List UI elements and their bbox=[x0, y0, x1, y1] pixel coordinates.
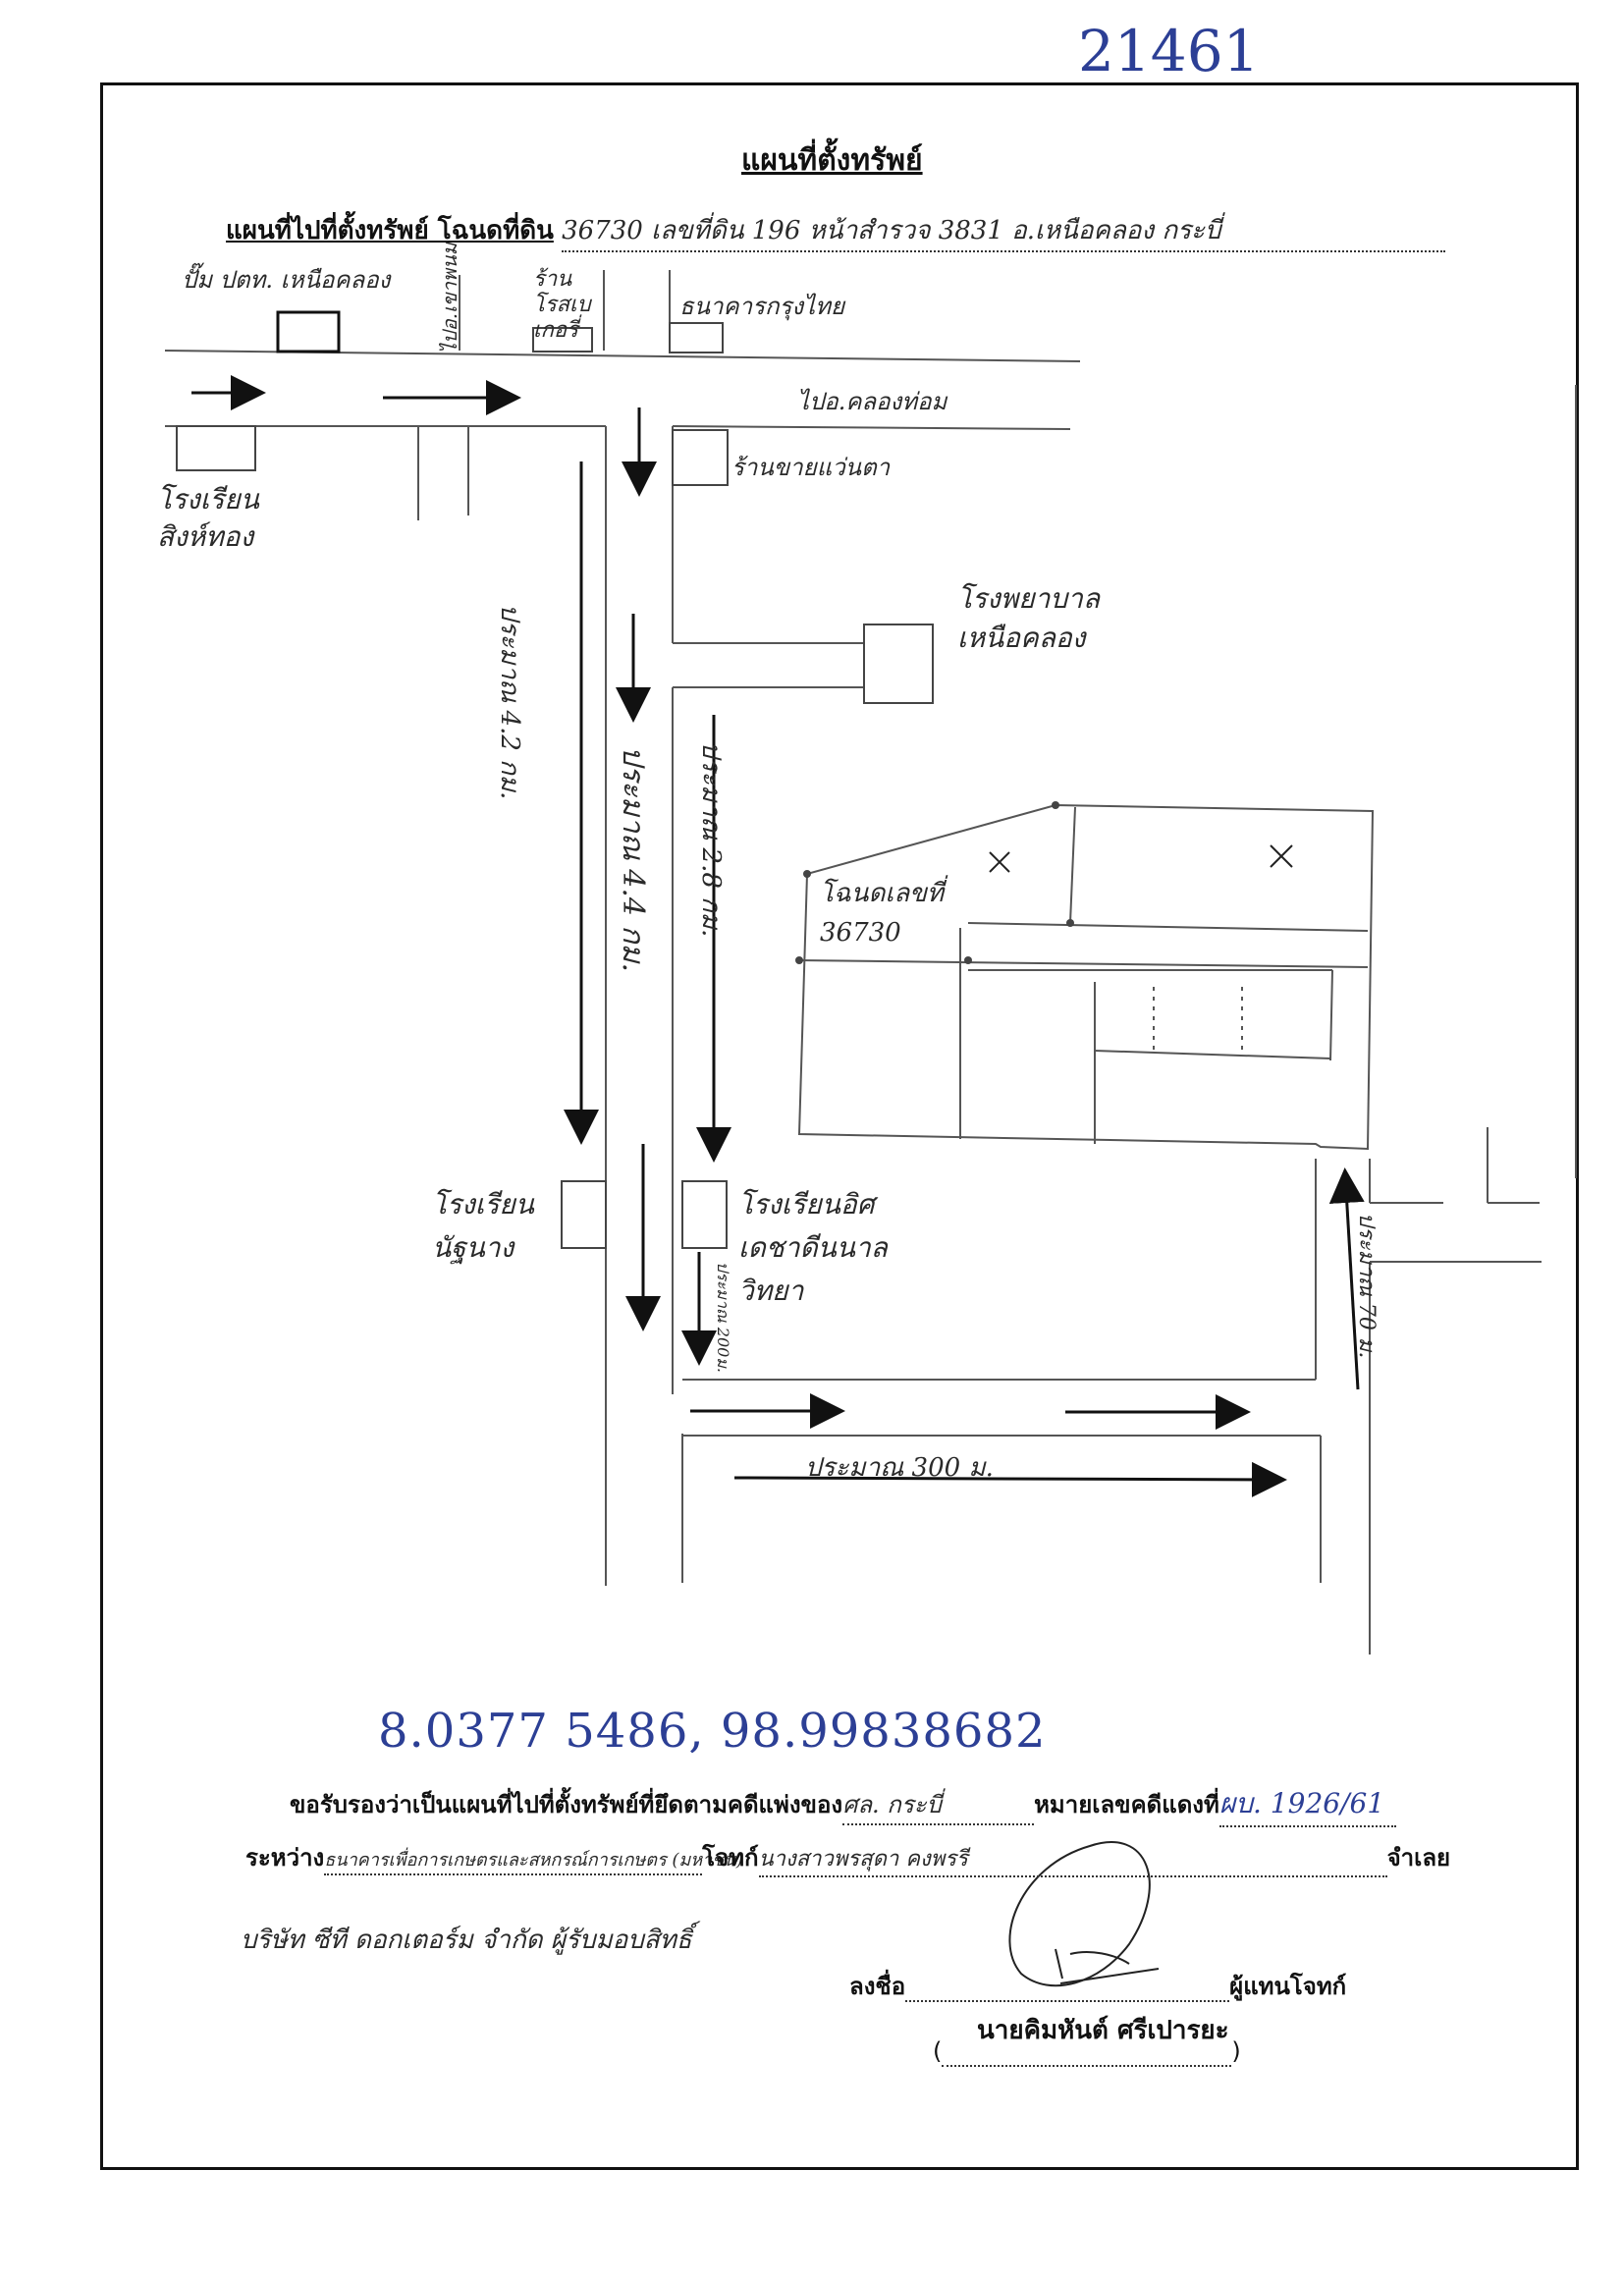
certify-line-1: ขอรับรองว่าเป็นแผนที่ไปที่ตั้งทรัพย์ที่ย… bbox=[290, 1782, 1396, 1827]
school-3-building bbox=[681, 1180, 728, 1249]
label-bakery-1: ร้านโรสเบเกอรี่ bbox=[533, 267, 591, 343]
label-dist-200: ประมาณ 200ม. bbox=[714, 1262, 732, 1373]
gps-coordinates: 8.0377 5486, 98.99838682 bbox=[378, 1704, 1047, 1759]
label-optical-shop: ร้านขายแว่นตา bbox=[731, 454, 891, 481]
subtitle-line: แผนที่ไปที่ตั้งทรัพย์ โฉนดที่ดิน 36730 เ… bbox=[226, 210, 1446, 252]
sign-blank bbox=[905, 1973, 1230, 2002]
document-frame bbox=[100, 82, 1579, 2170]
label-dist-300: ประมาณ 300 ม. bbox=[805, 1453, 994, 1483]
page-title: แผนที่ตั้งทรัพย์ bbox=[741, 143, 923, 178]
defendant-label: จำเลย bbox=[1386, 1844, 1451, 1872]
label-bank: ธนาคารกรุงไทย bbox=[679, 293, 845, 320]
case-label: หมายเลขคดีแดงที่ bbox=[1034, 1791, 1219, 1818]
certify-line-2: ระหว่างธนาคารเพื่อการเกษตรและสหกรณ์การเก… bbox=[245, 1838, 1450, 1877]
road-top-lower-right bbox=[672, 425, 1071, 430]
case-number-top: 21461 bbox=[1078, 18, 1260, 84]
signer-name-blank: ( ) bbox=[933, 2037, 1241, 2067]
label-school-3: โรงเรียนอิศเดชาดีนนาลวิทยา bbox=[738, 1188, 888, 1307]
land-parcel bbox=[797, 803, 1375, 1151]
optical-shop-building bbox=[672, 429, 729, 486]
subtitle-fill: 36730 เลขที่ดิน 196 หน้าสำรวจ 3831 อ.เหน… bbox=[562, 210, 1446, 252]
label-to-khlong-thom: ไปอ.คลองท่อม bbox=[797, 388, 947, 415]
hospital-building bbox=[863, 624, 934, 704]
plaintiff-name: ธนาคารเพื่อการเกษตรและสหกรณ์การเกษตร (มห… bbox=[324, 1845, 743, 1875]
defendant-name: นางสาวพรสุดา คงพรรี bbox=[758, 1841, 1387, 1877]
label-gas-station: ปั๊ม ปตท. เหนือคลอง bbox=[182, 266, 391, 294]
label-dist-44: ประมาณ 4.4 กม. bbox=[616, 746, 650, 972]
company-note: บริษัท ซีที ดอกเตอร์ม จำกัด ผู้รับมอบสิท… bbox=[241, 1926, 692, 1955]
sign-suffix: ผู้แทนโจทก์ bbox=[1229, 1973, 1347, 2000]
signer-name: นายคิมหันต์ ศรีเปารยะ bbox=[977, 2016, 1229, 2045]
sign-prefix: ลงชื่อ bbox=[849, 1973, 906, 2000]
label-school-2: โรงเรียน นัฐนาง bbox=[432, 1188, 534, 1264]
label-to-side-road: ไปอ.เขาพนม bbox=[438, 243, 461, 353]
plaintiff-label: โจทก์ bbox=[702, 1844, 759, 1872]
certify-prefix: ขอรับรองว่าเป็นแผนที่ไปที่ตั้งทรัพย์ที่ย… bbox=[290, 1791, 843, 1818]
label-school-1: โรงเรียน สิงห์ทอง bbox=[157, 483, 259, 553]
gas-station-building bbox=[276, 310, 341, 353]
between-label: ระหว่าง bbox=[245, 1844, 325, 1872]
school-2-building bbox=[561, 1180, 607, 1249]
red-case-number: ผบ. 1926/61 bbox=[1218, 1782, 1396, 1827]
label-deed: โฉนดเลขที่ 36730 bbox=[820, 879, 945, 948]
court-name: ศล. กระบี่ bbox=[842, 1785, 1035, 1825]
subtitle-prefix: แผนที่ไปที่ตั้งทรัพย์ โฉนดที่ดิน bbox=[226, 216, 554, 245]
label-hospital: โรงพยาบาล เหนือคลอง bbox=[957, 582, 1100, 654]
label-dist-70: ประมาณ 70 ม. bbox=[1354, 1213, 1379, 1359]
signature-scribble bbox=[1008, 1841, 1160, 1987]
school-1-building bbox=[176, 425, 256, 471]
label-dist-28: ประมาณ 2.8 กม. bbox=[696, 741, 726, 938]
label-dist-42: ประมาณ 4.2 กม. bbox=[495, 604, 524, 800]
sign-line: ลงชื่อ ผู้แทนโจทก์ bbox=[849, 1967, 1346, 2005]
bank-building bbox=[669, 322, 724, 353]
bakery-building bbox=[532, 327, 593, 353]
